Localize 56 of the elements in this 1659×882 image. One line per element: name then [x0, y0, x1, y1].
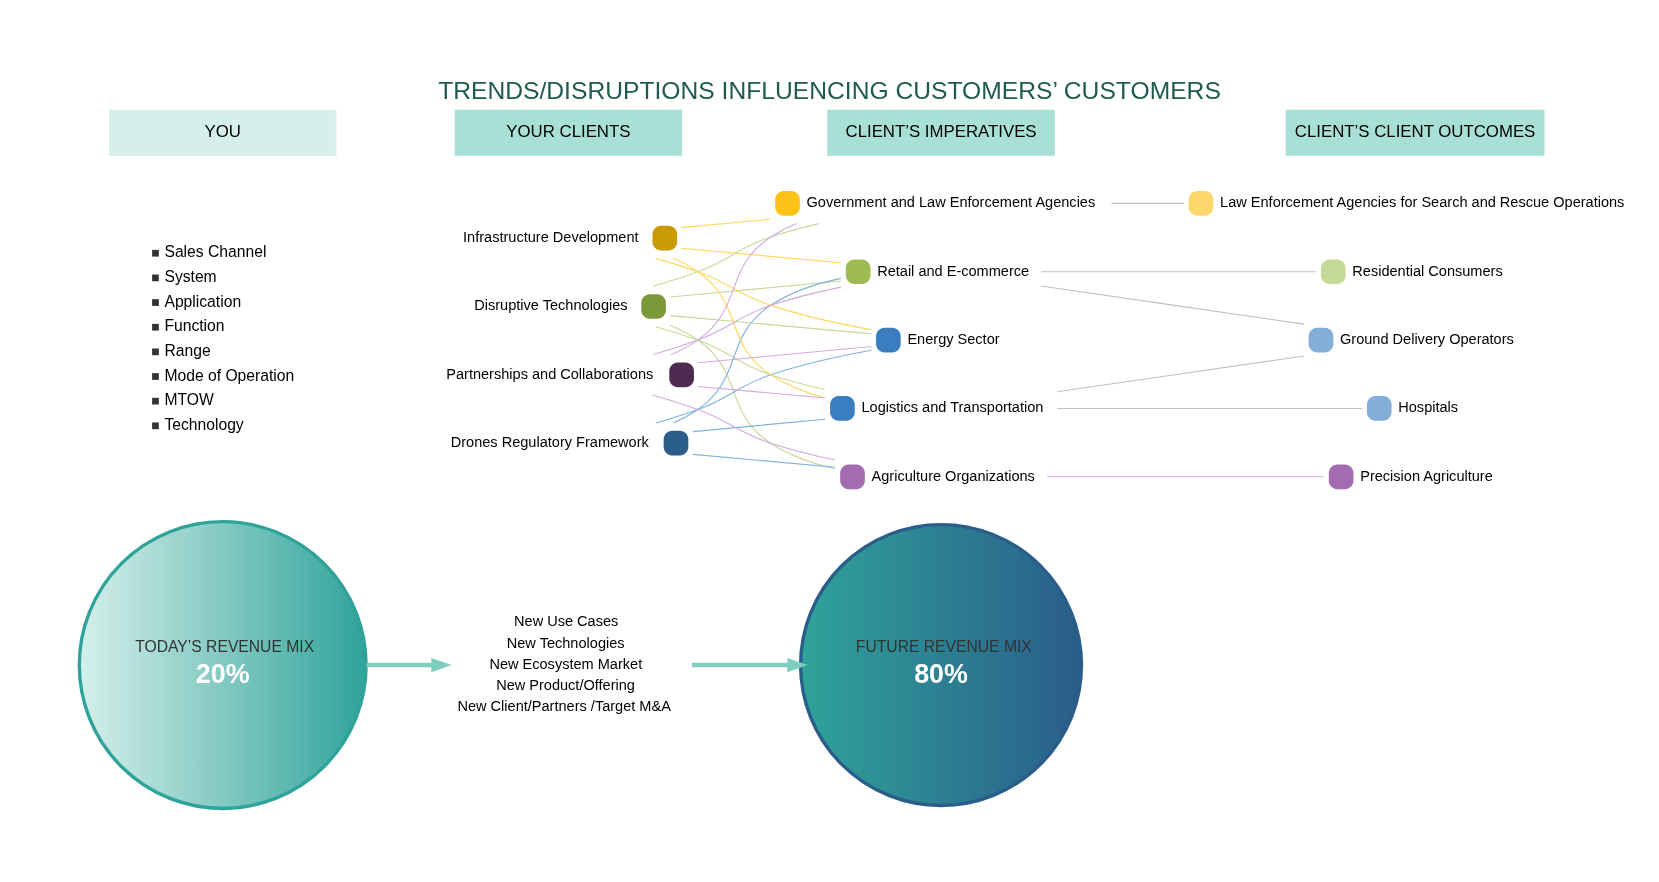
- connector: [669, 324, 836, 469]
- connector: [654, 257, 873, 330]
- connector: [692, 418, 826, 432]
- label: Application: [164, 292, 242, 310]
- label: MTOW: [164, 390, 214, 408]
- connector: [1110, 202, 1185, 204]
- arrow: [691, 657, 808, 672]
- node-label: Infrastructure Development: [463, 228, 639, 245]
- label: Function: [164, 316, 225, 334]
- connector: [651, 394, 836, 461]
- connector: [1056, 354, 1305, 392]
- connector: [692, 453, 836, 468]
- node-text: New Use Cases New Technologies New Ecosystem Market New Product/Offering New Client/Partners /Target M&A: [457, 612, 671, 714]
- node-label: Agriculture Organizations: [871, 467, 1035, 484]
- node-label: Law Enforcement Agencies for Search and Rescue Operations: [1220, 193, 1625, 210]
- label: Sales Channel: [164, 242, 267, 260]
- node-label: Disruptive Technologies: [474, 296, 628, 313]
- connector: [1040, 270, 1317, 272]
- node-label: Drones Regulatory Framework: [450, 433, 649, 450]
- connector: [1040, 285, 1305, 325]
- connector: [670, 222, 797, 355]
- connector: [669, 314, 872, 334]
- node-label: Hospitals: [1398, 398, 1459, 415]
- connector: [672, 257, 826, 398]
- connector: [669, 279, 842, 298]
- node-label: Residential Consumers: [1352, 262, 1503, 279]
- label: Technology: [164, 415, 244, 433]
- connector: [652, 222, 820, 287]
- connector: [697, 345, 872, 363]
- node-label: Ground Delivery Operators: [1340, 330, 1514, 347]
- node-box: CLIENT’S CLIENT OUTCOMES: [1285, 109, 1545, 156]
- node-box: YOUR CLIENTS: [454, 109, 683, 156]
- connector: [655, 349, 872, 424]
- arrow: [366, 657, 452, 672]
- node-box: YOU: [108, 109, 337, 156]
- node-circle: FUTURE REVENUE MIX 80%: [798, 522, 1084, 807]
- label: System: [164, 267, 217, 285]
- node-label: Precision Agriculture: [1360, 467, 1493, 484]
- node-label: Logistics and Transportation: [861, 398, 1044, 415]
- diagram-title: TRENDS/DISRUPTIONS INFLUENCING CUSTOMERS’ CUSTOMERS: [438, 76, 1221, 104]
- node-label: Government and Law Enforcement Agencies: [806, 193, 1096, 210]
- node-box: CLIENT’S IMPERATIVES: [827, 109, 1055, 156]
- connector: [680, 218, 771, 228]
- connector: [1056, 407, 1363, 409]
- node-label: Partnerships and Collaborations: [446, 365, 654, 382]
- connector: [697, 385, 826, 399]
- connector: [655, 325, 826, 390]
- label: Mode of Operation: [164, 366, 295, 384]
- node-label: Retail and E-commerce: [877, 262, 1030, 279]
- node-circle: TODAY’S REVENUE MIX 20%: [77, 519, 368, 810]
- node-label: Energy Sector: [907, 330, 1000, 347]
- connector: [652, 286, 842, 355]
- connector: [680, 247, 842, 263]
- connector: [673, 277, 842, 423]
- connector: [1046, 475, 1325, 477]
- label: Range: [164, 341, 211, 359]
